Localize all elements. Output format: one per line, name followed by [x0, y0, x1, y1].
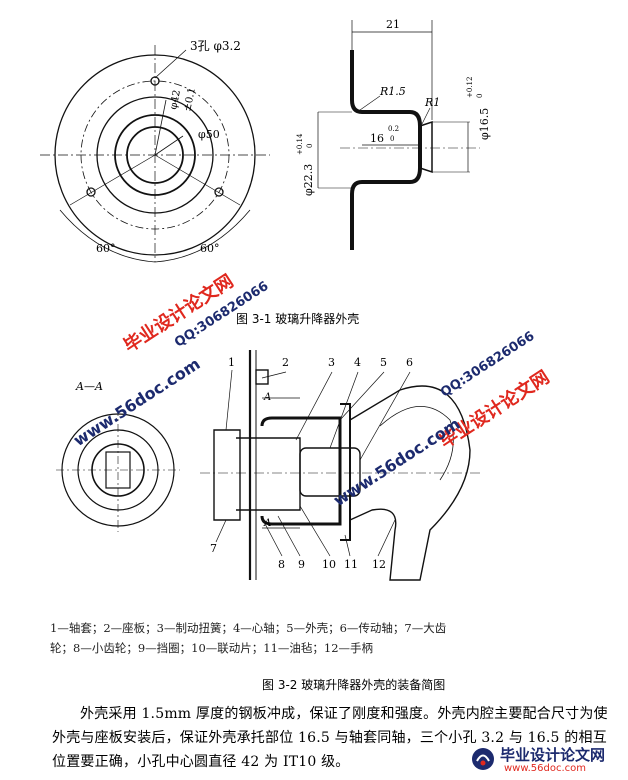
assembly-section-view	[200, 350, 480, 581]
small-dia-tol-low: 0	[476, 94, 484, 98]
pitch-dia-tol: ±0.1	[182, 87, 198, 113]
footer-logo: 毕业设计论文网 www.56doc.com	[470, 744, 626, 778]
leader-5	[339, 371, 385, 421]
section-aa-label: A—A	[75, 380, 103, 393]
part-number: 2	[282, 356, 289, 369]
part-number-labels: 1 2 3 4 5 6 7 8 9 10 11 12	[210, 356, 413, 571]
outer-dia-label: φ50	[198, 128, 220, 141]
angle-arc	[154, 209, 251, 263]
small-dia-text: φ16.5	[478, 108, 491, 140]
leader-8	[261, 517, 283, 557]
large-dia-text: φ22.3	[302, 164, 315, 196]
footer-site-name: 毕业设计论文网	[500, 746, 606, 764]
angle-left-label: 60°	[96, 242, 116, 255]
body-paragraph: 外壳采用 1.5mm 厚度的钢板冲成，保证了刚度和强度。外壳内腔主要配合尺寸为使…	[52, 706, 608, 770]
part-number: 5	[380, 356, 387, 369]
radius-1: R1	[424, 96, 440, 109]
leader-10	[299, 505, 331, 557]
angle-ray	[154, 154, 241, 206]
figure-3-2-legend: 1—轴套；2—座板；3—制动扭簧；4—心轴；5—外壳；6—传动轴；7—大齿 轮；…	[50, 618, 470, 658]
width-dim: 21	[386, 18, 400, 31]
part-number: 7	[210, 542, 217, 555]
leader-2	[261, 371, 287, 379]
leader-3	[295, 371, 333, 441]
inner-len-dim-text: 16	[370, 132, 384, 145]
gear-body	[236, 437, 301, 511]
sleeve	[213, 429, 241, 521]
part-number: 3	[328, 356, 335, 369]
radius-1-5: R1.5	[379, 85, 406, 98]
figure-3-2-caption: 图 3-2 玻璃升降器外壳的装备简图	[262, 678, 446, 692]
flange-front-view	[40, 45, 270, 263]
dim-leader	[154, 99, 167, 156]
leader-7	[215, 519, 227, 543]
section-mark-a-bottom: A	[263, 518, 271, 529]
shell-profile	[350, 50, 422, 250]
leader-9	[277, 515, 301, 557]
part-number: 1	[228, 356, 235, 369]
r-leader	[421, 107, 431, 125]
part-number: 9	[298, 558, 305, 571]
leader-lines	[215, 369, 411, 557]
handle-contour	[379, 406, 454, 481]
inner-len-tol-low: 0	[390, 135, 394, 143]
legend-line-1: 1—轴套；2—座板；3—制动扭簧；4—心轴；5—外壳；6—传动轴；7—大齿	[50, 621, 447, 635]
part-number: 11	[344, 558, 358, 571]
angle-arc	[59, 209, 156, 263]
part-number: 12	[372, 558, 386, 571]
dim-leader	[154, 135, 184, 156]
flange-section-view	[317, 20, 480, 250]
inner-len-tol-up: 0.2	[388, 125, 399, 133]
pitch-dia-label: φ42	[168, 89, 183, 111]
leader-1	[225, 369, 233, 431]
section-aa-view	[56, 408, 180, 532]
shell-lip	[419, 120, 433, 174]
large-dia-tol-low: 0	[306, 144, 314, 148]
hole-leader	[154, 49, 187, 79]
mount-hole	[86, 187, 96, 197]
rivet-head	[255, 369, 269, 385]
leader-12	[377, 519, 396, 557]
small-dia-tol-up: +0.12	[466, 77, 474, 98]
logo-icon	[472, 748, 494, 770]
handle	[349, 385, 471, 581]
leader-4	[329, 371, 359, 449]
r-leader	[359, 95, 381, 111]
angle-ray	[69, 154, 156, 206]
legend-line-2: 轮；8—小齿轮；9—挡圈；10—联动片；11—油毡；12—手柄	[50, 641, 374, 655]
part-number: 6	[406, 356, 413, 369]
large-dia-tol-up: +0.14	[296, 133, 304, 155]
hole-callout: 3孔 φ3.2	[190, 39, 241, 53]
figure-3-1-caption: 图 3-1 玻璃升降器外壳	[236, 312, 360, 326]
part-number: 8	[278, 558, 285, 571]
leader-11	[344, 534, 351, 557]
part-number: 10	[322, 558, 336, 571]
figure-3-1-drawing: 3孔 φ3.2 φ42 ±0.1 φ50 60° 60° 21 R1.5 R1 …	[40, 18, 491, 263]
footer-url: www.56doc.com	[504, 763, 587, 774]
leader-6	[359, 371, 411, 461]
mount-hole	[214, 187, 224, 197]
section-mark-a-top: A	[263, 392, 271, 403]
angle-right-label: 60°	[200, 242, 220, 255]
part-number: 4	[354, 356, 361, 369]
figure-3-2-drawing: A—A A A 1 2 3 4 5 6 7 8	[56, 350, 480, 581]
felt-ring	[340, 403, 351, 541]
